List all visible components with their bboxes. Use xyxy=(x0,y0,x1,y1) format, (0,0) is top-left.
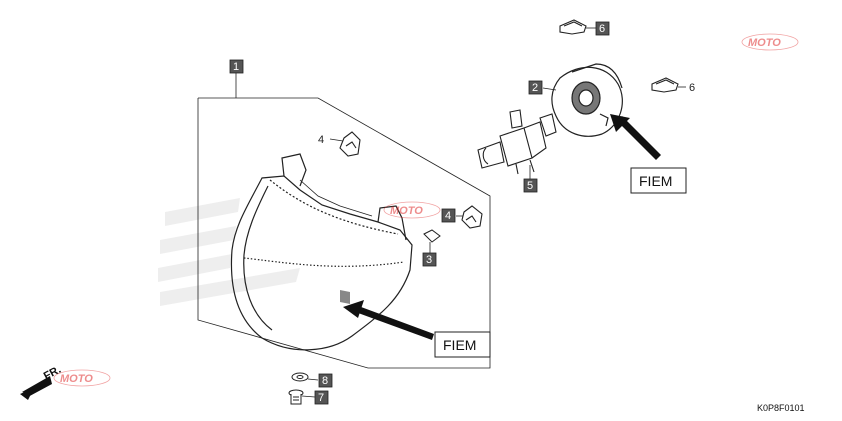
callout-6-plain: 6 xyxy=(689,82,695,94)
svg-text:6: 6 xyxy=(599,23,605,35)
headlight-assembly-outline xyxy=(197,73,491,369)
callout-1-box: 1 xyxy=(229,59,244,74)
dust-cover-part-2 xyxy=(542,63,623,137)
diagram-code: K0P8F0101 xyxy=(757,403,805,413)
svg-text:1: 1 xyxy=(233,61,239,73)
svg-text:7: 7 xyxy=(318,392,324,404)
callout-5-box: 5 xyxy=(523,178,538,193)
clip-part-4-left xyxy=(329,131,361,157)
honda-wing-watermark xyxy=(158,198,300,306)
moto-watermark-top-right: MOTO xyxy=(741,33,799,51)
callout-4-plain: 4 xyxy=(318,134,324,146)
callout-2-box: 2 xyxy=(528,80,543,95)
moto-watermark-bottom-left: MOTO xyxy=(53,369,111,387)
callout-6-box: 6 xyxy=(595,21,610,36)
fiem-pointer-arrow-left xyxy=(343,300,434,340)
svg-text:MOTO: MOTO xyxy=(748,37,781,49)
clip-part-6-right xyxy=(651,77,686,93)
svg-text:5: 5 xyxy=(527,180,533,192)
moto-watermark-center: MOTO xyxy=(383,201,441,219)
svg-text:2: 2 xyxy=(532,82,538,94)
svg-text:8: 8 xyxy=(322,375,328,387)
svg-text:3: 3 xyxy=(426,254,432,266)
fiem-pointer-arrow-right xyxy=(610,114,661,160)
callout-8-box: 8 xyxy=(318,373,333,388)
callout-3-box: 3 xyxy=(422,252,437,267)
screw-part-7 xyxy=(288,389,316,405)
callout-4-box: 4 xyxy=(441,208,456,223)
svg-text:MOTO: MOTO xyxy=(390,205,423,217)
callout-7-box: 7 xyxy=(314,390,329,405)
fiem-label-box-right: FIEM xyxy=(630,167,687,194)
nut-part-3 xyxy=(423,229,441,253)
front-direction-arrow xyxy=(20,376,52,400)
headlight-bulb-part-5 xyxy=(477,109,557,180)
clip-part-6-top xyxy=(559,19,596,35)
svg-text:FIEM: FIEM xyxy=(639,173,672,189)
svg-text:MOTO: MOTO xyxy=(60,373,93,385)
fiem-label-box-left: FIEM xyxy=(434,331,491,358)
clip-part-4-right xyxy=(456,205,483,229)
washer-part-8 xyxy=(291,372,319,382)
svg-text:4: 4 xyxy=(445,210,451,222)
headlight-unit xyxy=(230,153,413,351)
svg-text:FIEM: FIEM xyxy=(443,337,476,353)
